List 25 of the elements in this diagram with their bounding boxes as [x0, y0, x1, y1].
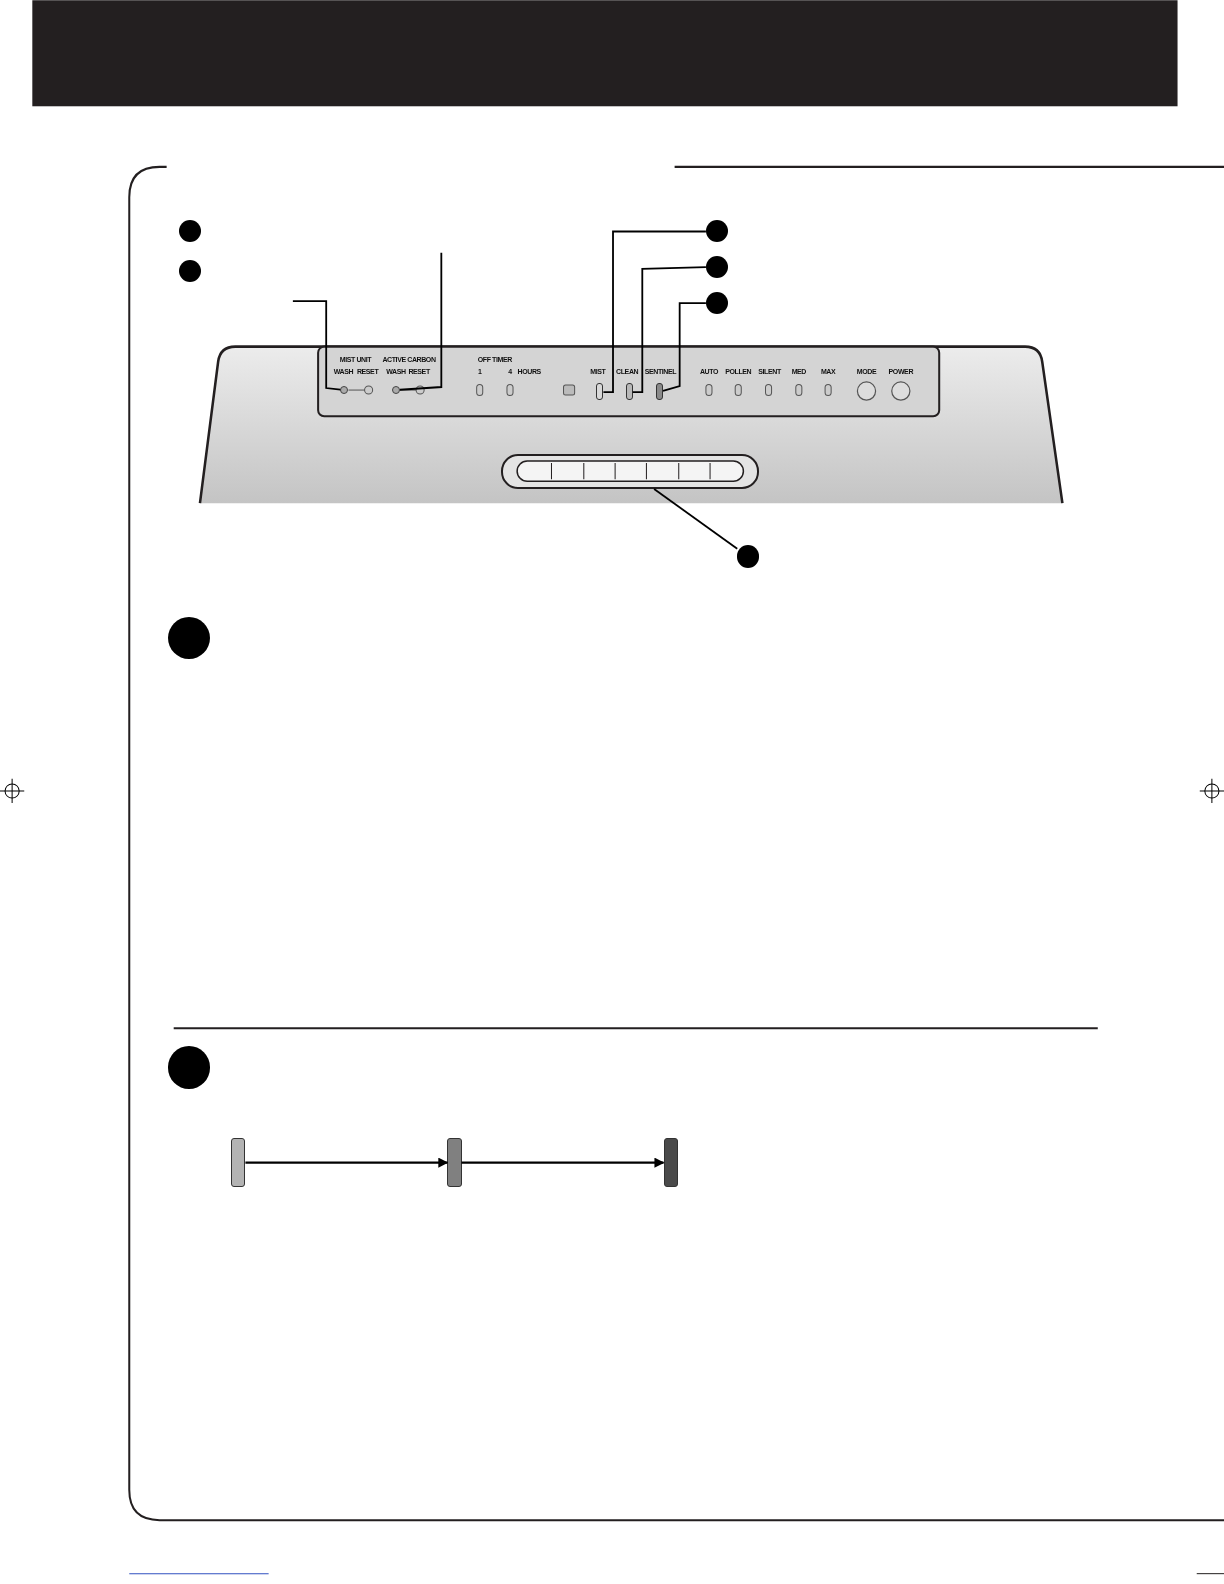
callout-circle — [737, 545, 760, 568]
arrow — [245, 1157, 449, 1168]
indicator-light — [655, 383, 663, 401]
leader-line — [631, 266, 707, 393]
indicator-bar — [447, 1138, 462, 1187]
callout-circle — [167, 1046, 211, 1089]
indicator-light — [596, 383, 604, 401]
leader-line — [291, 300, 342, 391]
leader-line — [602, 230, 707, 393]
callout-circle — [705, 220, 729, 243]
callout-circle — [178, 259, 201, 282]
callout-circle — [178, 220, 201, 243]
leader-line — [399, 251, 443, 391]
arrow — [461, 1157, 665, 1168]
wash-light — [340, 385, 349, 394]
indicator-bar — [663, 1138, 678, 1187]
indicator-bar — [231, 1138, 246, 1187]
callout-circle — [705, 291, 729, 315]
leader-line — [653, 488, 739, 550]
wash-light — [391, 385, 400, 394]
callout-circle — [705, 255, 729, 278]
callout-circle — [167, 617, 211, 660]
sensor-light-bar — [500, 454, 760, 489]
leader-line — [662, 302, 707, 392]
indicator-light — [625, 383, 633, 401]
